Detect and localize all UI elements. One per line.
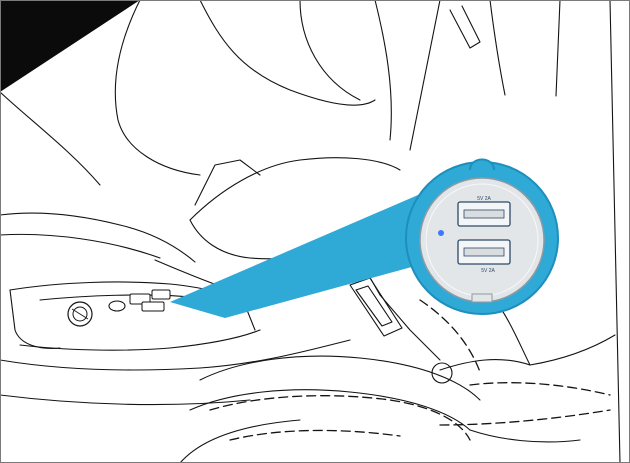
usb-port-top-label: 5V 2A [477,196,491,202]
usb-port-callout: 5V 2A 5V 2A [406,160,558,315]
usb-port-bottom-label: 5V 2A [481,268,495,274]
indicator-led [438,230,444,236]
